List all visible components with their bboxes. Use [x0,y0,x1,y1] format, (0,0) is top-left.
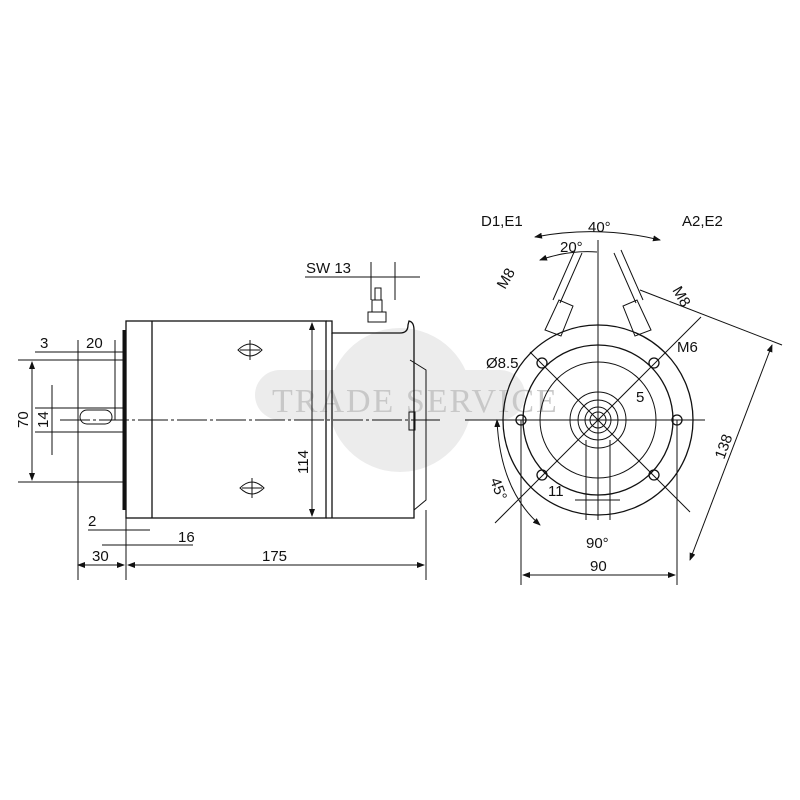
side-view: SW 13 3 20 70 14 114 2 16 30 175 [15,260,440,580]
thread-m8-right: M8 [669,284,694,311]
dim-90: 90 [590,558,607,575]
thread-m8-left: M8 [494,265,519,292]
thread-m6: M6 [677,339,698,356]
dim-20: 20 [86,335,103,352]
dim-sw13: SW 13 [306,260,351,277]
dim-5: 5 [636,389,644,406]
angle-45: 45° [486,476,510,503]
angle-90: 90° [586,535,609,552]
dim-138: 138 [712,432,737,461]
dim-114: 114 [295,450,312,474]
angle-20: 20° [560,239,583,256]
dim-16: 16 [178,529,195,546]
end-view: D1,E1 A2,E2 40° 20° M8 M8 M6 Ø8.5 5 45° … [465,213,783,585]
dim-70: 70 [15,411,32,428]
dim-2: 2 [88,513,96,530]
dim-30: 30 [92,548,109,565]
dim-11: 11 [548,483,564,500]
label-d1-e1: D1,E1 [481,213,523,230]
diameter-8-5: Ø8.5 [486,355,519,372]
label-a2-e2: A2,E2 [682,213,723,230]
angle-40: 40° [588,219,611,236]
dim-14: 14 [35,411,52,428]
dim-3: 3 [40,335,48,352]
dim-175: 175 [262,548,287,565]
